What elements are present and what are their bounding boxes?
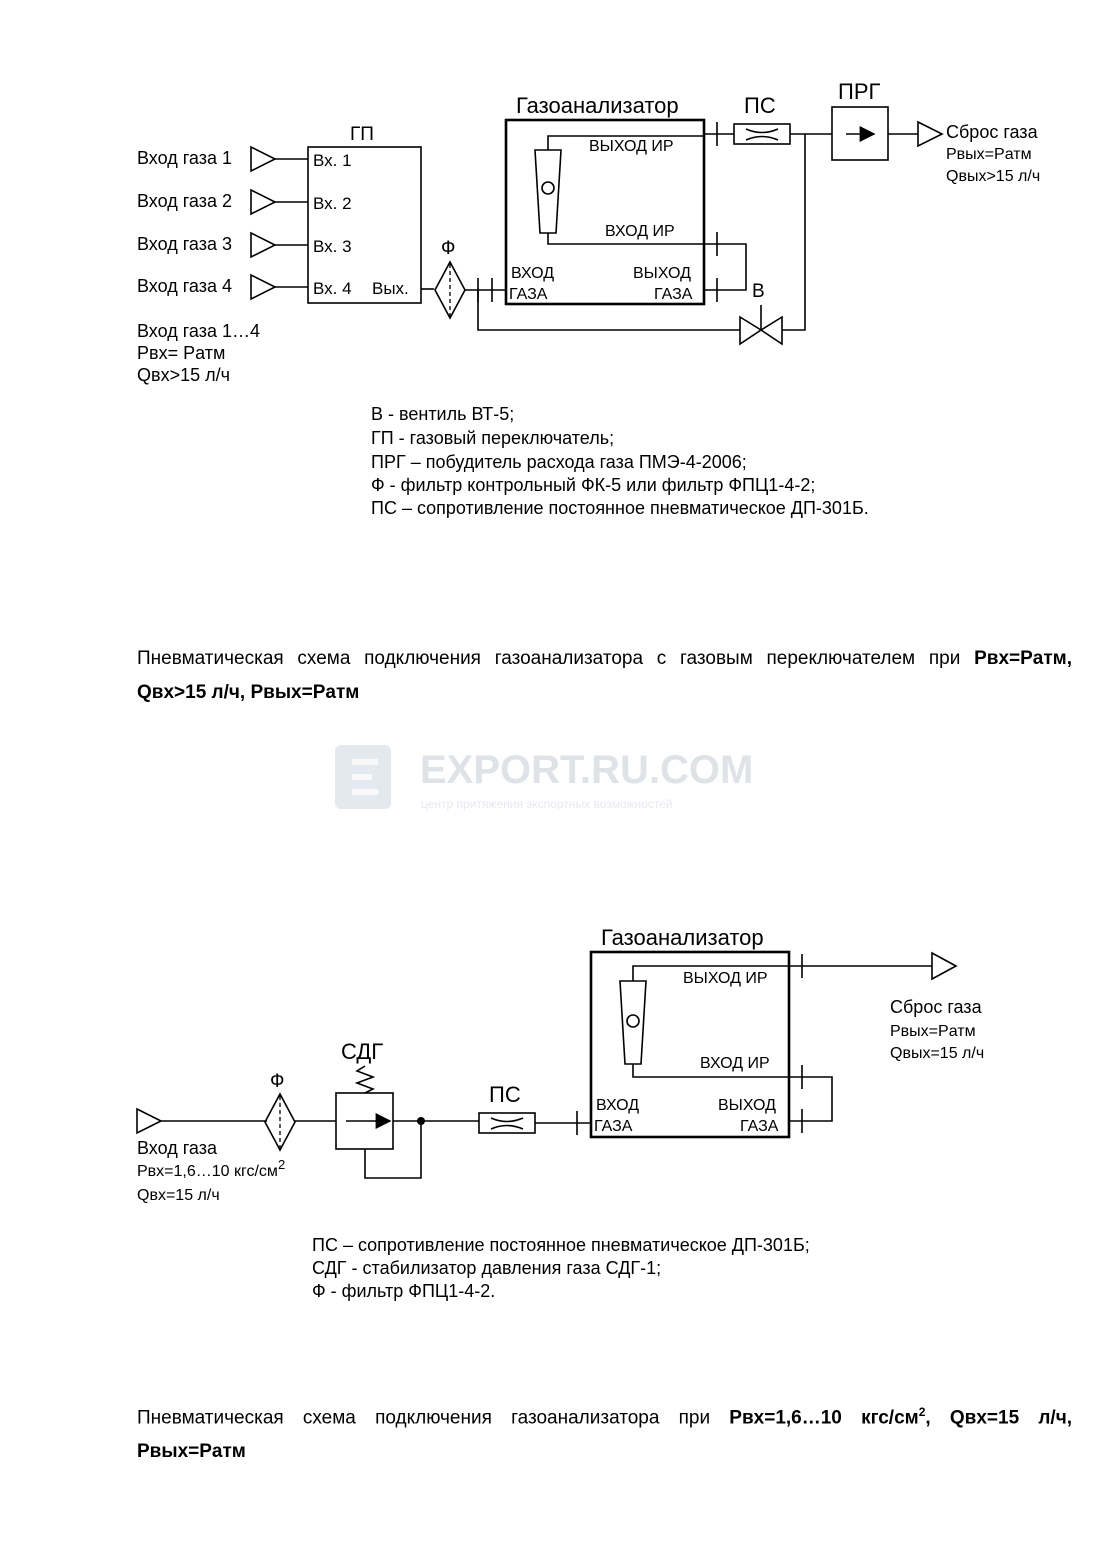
gas-analyzer-box — [589, 950, 791, 1139]
gp-out-label: Вых. — [372, 279, 409, 298]
filter-icon — [434, 260, 466, 320]
analyzer2-out-gas-2: ГАЗА — [740, 1118, 779, 1135]
valve-title: В — [752, 281, 765, 302]
gp-port-3: Вх. 3 — [313, 237, 352, 256]
input2-flow: Qвх=15 л/ч — [137, 1187, 220, 1204]
sdg-title: СДГ — [341, 1039, 383, 1064]
gp-port-4: Вх. 4 — [313, 279, 352, 298]
exhaust-connector-icon — [917, 120, 944, 148]
pressure-stabilizer — [335, 1065, 394, 1150]
gp-port-1: Вх. 1 — [313, 151, 352, 170]
input-connector-2 — [250, 188, 277, 216]
input-label-3: Вход газа 3 — [137, 234, 232, 254]
input-connector-4 — [250, 273, 277, 301]
analyzer2-out-ir: ВЫХОД ИР — [683, 970, 768, 987]
caption-2-sup: 2 — [918, 1405, 926, 1419]
watermark: EXPORT.RU.COM центр притяжения экспортны… — [335, 745, 753, 811]
diagram-2: Ф СДГ ПС Газоанализатор ВЫХОД ИР ВХОД И — [136, 925, 984, 1301]
input-connector-3 — [250, 231, 277, 259]
watermark-logo-icon — [335, 745, 391, 809]
exhaust-pressure: Pвых=Pатм — [946, 146, 1032, 163]
input-params-pressure: Pвх= Pатм — [137, 343, 225, 363]
filter-icon — [264, 1092, 296, 1152]
analyzer-in-ir: ВХОД ИР — [605, 223, 675, 240]
ps-title: ПС — [744, 93, 776, 118]
rotameter-icon — [619, 980, 647, 1065]
rotameter-icon — [534, 149, 562, 234]
caption-1-text: Пневматическая схема подключения газоана… — [137, 648, 975, 669]
input2-pressure: Pвх=1,6…10 кгс/см2 — [137, 1157, 285, 1180]
input2-label: Вход газа — [137, 1138, 218, 1158]
gp-title: ГП — [350, 124, 374, 145]
legend-2-item: ПС – сопротивление постоянное пневматиче… — [312, 1235, 810, 1255]
caption-2: Пневматическая схема подключения газоана… — [137, 1395, 1072, 1469]
input-label-2: Вход газа 2 — [137, 191, 232, 211]
input-params-flow: Qвх>15 л/ч — [137, 365, 230, 385]
watermark-title: EXPORT.RU.COM — [420, 748, 753, 792]
analyzer2-in-ir: ВХОД ИР — [700, 1055, 770, 1072]
watermark-subtitle: центр притяжения экспортных возможностей — [421, 797, 673, 811]
legend-1-item: ГП - газовый переключатель; — [371, 428, 614, 448]
input-connector-1 — [250, 145, 277, 173]
input-connectors — [250, 145, 308, 301]
legend-1-item: Ф - фильтр контрольный ФК-5 или фильтр Ф… — [371, 475, 815, 495]
input-connector-icon — [136, 1107, 163, 1135]
analyzer2-in-gas-2: ГАЗА — [594, 1118, 633, 1135]
analyzer-in-gas-2: ГАЗА — [509, 286, 548, 303]
caption-1: Пневматическая схема подключения газоана… — [137, 642, 1072, 710]
pneumatic-resistance-icon — [733, 123, 791, 145]
caption-1-bold: Pвх=Pатм, Qвх>15 л/ч, Pвых=Pатм — [137, 648, 1072, 703]
input-params-title: Вход газа 1…4 — [137, 321, 260, 341]
filter2-title: Ф — [270, 1071, 284, 1092]
input2-pressure-sup: 2 — [278, 1157, 285, 1172]
valve-icon — [739, 305, 783, 346]
exhaust2-pressure: Pвых=Pатм — [890, 1023, 976, 1040]
exhaust-label: Сброс газа — [946, 122, 1039, 142]
ps2-title: ПС — [489, 1082, 521, 1107]
diagram-1: Вход газа 1 Вход газа 2 Вход газа 3 Вход… — [137, 79, 1040, 518]
input2-pressure-text: Pвх=1,6…10 кгс/см — [137, 1163, 278, 1180]
exhaust2-label: Сброс газа — [890, 997, 983, 1017]
analyzer-out-gas-1: ВЫХОД — [633, 265, 691, 282]
gas-switch-box — [307, 146, 422, 304]
caption-2-bold-b: , Qвх=15 л/ч, Pвых=Pатм — [137, 1407, 1073, 1463]
gp-port-2: Вх. 2 — [313, 194, 352, 213]
exhaust-connector-icon — [931, 951, 958, 981]
pneumatic-resistance-icon — [478, 1112, 536, 1134]
exhaust2-flow: Qвых=15 л/ч — [890, 1045, 984, 1062]
legend-1-item: ПС – сопротивление постоянное пневматиче… — [371, 498, 869, 518]
spring-icon — [354, 1065, 376, 1094]
prg-title: ПРГ — [838, 79, 880, 104]
legend-1-item: ПРГ – побудитель расхода газа ПМЭ-4-2006… — [371, 452, 747, 472]
analyzer-title: Газоанализатор — [516, 93, 679, 118]
filter-title: Ф — [441, 238, 455, 259]
caption-2-bold-a: Pвх=1,6…10 кгс/см — [729, 1407, 919, 1429]
analyzer2-in-gas-1: ВХОД — [596, 1097, 639, 1114]
legend-2-item: Ф - фильтр ФПЦ1-4-2. — [312, 1281, 495, 1301]
input-label-4: Вход газа 4 — [137, 276, 232, 296]
legend-2-item: СДГ - стабилизатор давления газа СДГ-1; — [312, 1258, 661, 1278]
input-label-1: Вход газа 1 — [137, 148, 232, 168]
gas-analyzer-box — [504, 118, 706, 306]
analyzer-out-ir: ВЫХОД ИР — [589, 138, 674, 155]
legend-1-item: В - вентиль ВТ-5; — [371, 404, 514, 424]
analyzer-in-gas-1: ВХОД — [511, 265, 554, 282]
analyzer-out-gas-2: ГАЗА — [654, 286, 693, 303]
analyzer2-title: Газоанализатор — [601, 925, 764, 950]
analyzer2-out-gas-1: ВЫХОД — [718, 1097, 776, 1114]
exhaust-flow: Qвых>15 л/ч — [946, 168, 1040, 185]
caption-2-text: Пневматическая схема подключения газоана… — [137, 1407, 730, 1429]
